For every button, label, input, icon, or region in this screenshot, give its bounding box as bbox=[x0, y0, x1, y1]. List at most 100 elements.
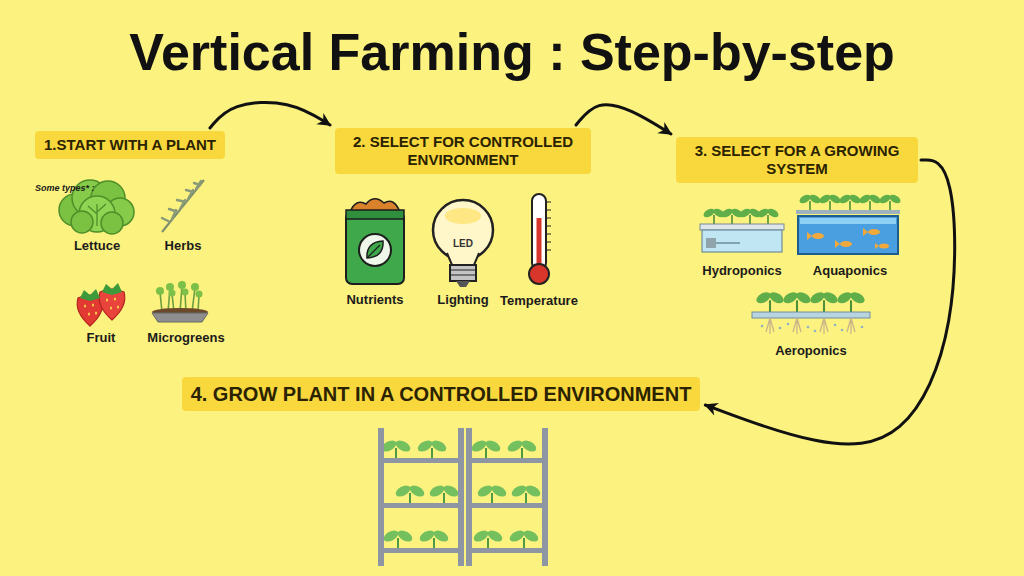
herb-icon bbox=[162, 180, 204, 232]
vertical-rack-icon bbox=[382, 528, 414, 548]
herb-icon bbox=[162, 180, 204, 232]
item-label: Some types* : bbox=[35, 183, 95, 194]
aquaponics-icon bbox=[878, 193, 902, 210]
aeroponics-icon bbox=[779, 327, 782, 330]
hydroponics-icon bbox=[716, 242, 740, 244]
aquaponics-icon bbox=[858, 193, 882, 210]
strawberry-icon bbox=[106, 298, 108, 301]
vertical-rack-icon bbox=[466, 458, 548, 463]
strawberry-icon bbox=[110, 306, 112, 309]
item-label: Temperature bbox=[500, 293, 578, 309]
item-label: Nutrients bbox=[346, 292, 403, 308]
lettuce-icon bbox=[71, 211, 93, 233]
nutrient-bag-icon bbox=[368, 245, 380, 257]
aquaponics-icon bbox=[796, 193, 902, 254]
aquaponics-icon bbox=[863, 228, 868, 236]
microgreens-icon bbox=[152, 281, 208, 322]
vertical-rack-icon bbox=[472, 528, 504, 548]
step-box: 1.START WITH A PLANT bbox=[35, 131, 225, 159]
aquaponics-icon bbox=[807, 228, 889, 249]
step-heading: 3. SELECT FOR A GROWING SYSTEM bbox=[685, 142, 909, 178]
vertical-rack-icon bbox=[542, 428, 548, 566]
strawberry-icon bbox=[102, 283, 122, 295]
strawberry-icon bbox=[84, 297, 119, 315]
aeroponics-icon bbox=[834, 324, 837, 327]
nutrient-bag-icon bbox=[359, 234, 391, 266]
vertical-rack-icon bbox=[428, 483, 460, 503]
thermometer-icon bbox=[532, 194, 546, 270]
item-label: Aquaponics bbox=[813, 263, 887, 279]
microgreens-icon bbox=[156, 287, 164, 295]
aeroponics-icon bbox=[752, 312, 870, 318]
aquaponics-icon bbox=[800, 218, 896, 224]
vertical-rack-icon bbox=[378, 428, 384, 566]
item-label: Aeroponics bbox=[775, 343, 847, 359]
aquaponics-icon bbox=[812, 233, 824, 239]
lettuce-icon bbox=[88, 204, 106, 226]
vertical-rack-icon bbox=[470, 438, 502, 458]
aeroponics-icon bbox=[781, 290, 812, 312]
vertical-rack-icon bbox=[378, 428, 548, 566]
led-bulb-icon bbox=[450, 270, 476, 275]
flow-arrow bbox=[705, 160, 954, 444]
title: Vertical Farming : Step-by-step bbox=[0, 24, 1024, 81]
hydroponics-icon bbox=[700, 207, 784, 252]
aeroponics-icon bbox=[761, 325, 764, 328]
step-box: 3. SELECT FOR A GROWING SYSTEM bbox=[676, 137, 918, 183]
thermometer-icon bbox=[529, 264, 549, 284]
aeroponics-icon bbox=[835, 290, 866, 312]
aquaponics-icon bbox=[798, 216, 898, 254]
led-bulb-icon bbox=[446, 250, 480, 265]
herb-icon bbox=[162, 181, 201, 222]
item-label: Herbs bbox=[165, 238, 202, 254]
step-box: 4. GROW PLANT IN A CONTROLLED ENVIRONMEN… bbox=[182, 377, 701, 411]
vertical-rack-icon bbox=[458, 428, 464, 566]
aquaponics-icon bbox=[796, 210, 900, 214]
aquaponics-icon bbox=[798, 193, 822, 210]
step-heading: 4. GROW PLANT IN A CONTROLLED ENVIRONMEN… bbox=[191, 382, 692, 406]
aquaponics-icon bbox=[838, 193, 862, 210]
hydroponics-icon bbox=[756, 207, 780, 224]
vertical-rack-icon bbox=[394, 483, 426, 503]
item-label: Microgreens bbox=[147, 330, 224, 346]
flow-arrow bbox=[210, 102, 330, 128]
aquaponics-icon bbox=[818, 193, 842, 210]
microgreens-icon bbox=[178, 281, 186, 289]
microgreens-icon bbox=[182, 289, 189, 296]
aquaponics-icon bbox=[868, 229, 880, 235]
aquaponics-icon bbox=[879, 244, 889, 249]
led-bulb-icon bbox=[456, 281, 470, 287]
item-label: Lettuce bbox=[74, 238, 120, 254]
aeroponics-icon bbox=[761, 323, 864, 333]
vertical-rack-icon bbox=[506, 438, 538, 458]
microgreens-icon bbox=[191, 283, 199, 291]
led-bulb-icon bbox=[445, 208, 481, 224]
thermometer-icon bbox=[529, 194, 551, 284]
aeroponics-icon bbox=[754, 290, 785, 312]
vertical-rack-icon bbox=[466, 503, 548, 508]
microgreens-icon bbox=[169, 290, 176, 297]
led-bulb-icon bbox=[450, 265, 476, 281]
item-label: Lighting bbox=[437, 292, 488, 308]
nutrient-bag-icon bbox=[346, 199, 404, 284]
step-heading: 1.START WITH A PLANT bbox=[44, 136, 216, 154]
lettuce-icon bbox=[101, 212, 123, 234]
vertical-rack-icon bbox=[378, 428, 548, 566]
microgreens-icon bbox=[196, 291, 203, 298]
nutrient-bag-icon bbox=[367, 241, 383, 258]
vertical-rack-icon bbox=[416, 438, 448, 458]
vertical-rack-icon bbox=[476, 483, 508, 503]
aeroponics-icon bbox=[861, 326, 864, 329]
item-label: Fruit bbox=[87, 330, 116, 346]
strawberry-icon bbox=[114, 297, 116, 300]
aeroponics-icon bbox=[814, 330, 817, 333]
aquaponics-icon bbox=[835, 240, 840, 248]
aeroponics-icon bbox=[752, 290, 870, 334]
aeroponics-icon bbox=[766, 318, 855, 334]
vertical-rack-icon bbox=[418, 528, 450, 548]
aeroponics-icon bbox=[841, 329, 844, 332]
hydroponics-icon bbox=[706, 238, 716, 248]
